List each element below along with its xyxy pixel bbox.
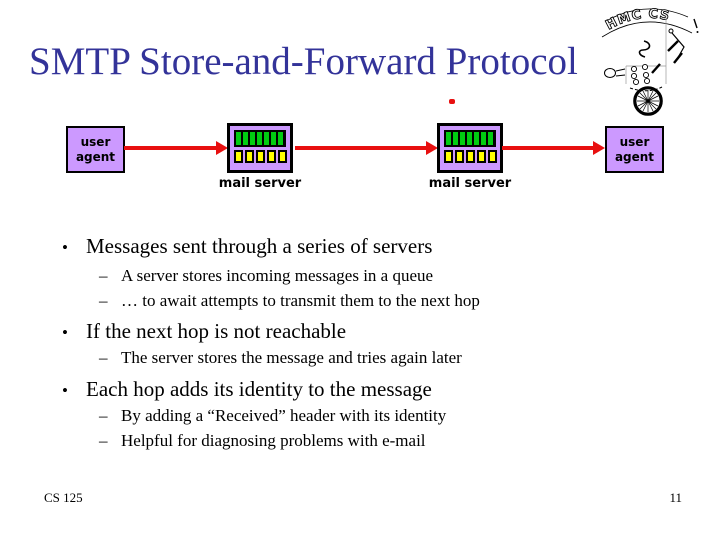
user-agent-label-line1: user	[80, 134, 111, 149]
right-arm	[668, 28, 685, 62]
sub-bullet-text: The server stores the message and tries …	[121, 348, 462, 367]
sub-bullet-text: … to await attempts to transmit them to …	[121, 291, 480, 310]
juggling-balls	[630, 63, 651, 86]
queue-bar	[444, 130, 496, 147]
arrow-head-icon	[593, 141, 605, 155]
svg-text:HMC CS: HMC CS	[603, 7, 671, 34]
message-cell	[487, 150, 497, 163]
sub-bullet-text: By adding a “Received” header with its i…	[121, 406, 447, 425]
mail-server-1-label: mail server	[218, 176, 302, 191]
message-cell	[443, 150, 453, 163]
user-agent-label-line2: agent	[75, 149, 116, 164]
mail-server-1-box	[227, 123, 293, 173]
arrow-server1-to-server2	[295, 141, 438, 155]
message-cell	[233, 150, 243, 163]
message-cell	[454, 150, 464, 163]
bullet-text: If the next hop is not reachable	[86, 319, 347, 343]
hmc-cs-logo: HMC CS	[601, 6, 699, 116]
red-dot-artifact	[449, 99, 455, 104]
message-queue-row	[230, 150, 290, 163]
logo-banner-text: HMC CS	[603, 6, 671, 34]
sub-bullet-item: –The server stores the message and tries…	[99, 347, 462, 368]
arrow-line	[295, 146, 427, 150]
message-queue-row	[440, 150, 500, 163]
left-hand	[604, 68, 626, 78]
arrow-head-icon	[216, 141, 228, 155]
user-agent-label-line1: user	[619, 134, 650, 149]
bullet-marker: •	[62, 381, 68, 400]
user-agent-right-box: user agent	[605, 126, 664, 173]
bullet-text: Each hop adds its identity to the messag…	[86, 377, 432, 401]
dash-marker: –	[99, 266, 108, 285]
page-title: SMTP Store-and-Forward Protocol	[29, 40, 578, 83]
bullet-item: • Messages sent through a series of serve…	[62, 233, 432, 261]
message-cell	[476, 150, 486, 163]
user-agent-label-line2: agent	[614, 149, 655, 164]
user-agent-left-box: user agent	[66, 126, 125, 173]
bullet-text: Messages sent through a series of server…	[86, 234, 433, 258]
dash-marker: –	[99, 406, 108, 425]
mail-server-2-box	[437, 123, 503, 173]
dash-marker: –	[99, 431, 108, 450]
bullet-item: • If the next hop is not reachable	[62, 318, 346, 346]
juggling-clubs	[651, 40, 683, 74]
course-label: CS 125	[44, 490, 83, 505]
sub-bullet-item: –A server stores incoming messages in a …	[99, 265, 433, 286]
message-cell	[255, 150, 265, 163]
bullet-item: • Each hop adds its identity to the messa…	[62, 376, 432, 404]
bullet-marker: •	[62, 323, 68, 342]
arrow-server2-to-ua	[502, 141, 605, 155]
message-cell	[244, 150, 254, 163]
sub-bullet-item: –Helpful for diagnosing problems with e-…	[99, 430, 426, 451]
message-cell	[465, 150, 475, 163]
message-cell	[266, 150, 276, 163]
arrow-line	[124, 146, 217, 150]
arrow-head-icon	[426, 141, 438, 155]
arrow-line	[502, 146, 594, 150]
dash-marker: –	[99, 291, 108, 310]
bullet-marker: •	[62, 238, 68, 257]
sub-bullet-text: A server stores incoming messages in a q…	[121, 266, 434, 285]
sub-bullet-item: –By adding a “Received” header with its …	[99, 405, 446, 426]
sub-bullet-item: –… to await attempts to transmit them to…	[99, 290, 480, 311]
slide-number: 11	[669, 490, 682, 505]
arrow-ua-to-server1	[124, 141, 228, 155]
mail-server-2-label: mail server	[428, 176, 512, 191]
unicycle-wheel-icon	[633, 86, 663, 116]
dash-marker: –	[99, 348, 108, 367]
message-cell	[277, 150, 287, 163]
sub-bullet-text: Helpful for diagnosing problems with e-m…	[121, 431, 426, 450]
queue-bar	[234, 130, 286, 147]
